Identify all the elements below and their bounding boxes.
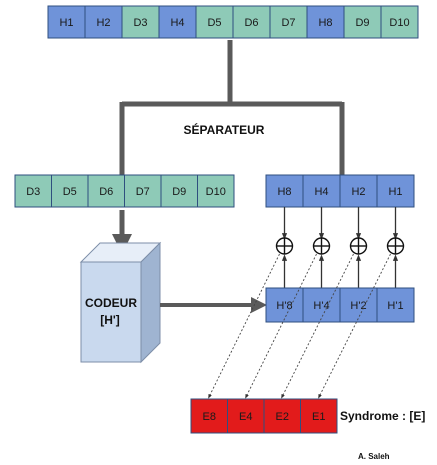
codeword-bit: [232, 5, 271, 39]
syndrome-row: E8 E4 E2 E1: [190, 398, 338, 434]
codeword-bit-label: H8: [318, 17, 332, 29]
data-bit-label: D9: [172, 186, 186, 198]
syndrome-connectors: [208, 253, 391, 399]
received-parity-bit-label: H2: [351, 186, 365, 198]
separator-label: SÉPARATEUR: [184, 122, 265, 137]
codeword-bit-label: H2: [96, 17, 110, 29]
data-bit-label: D5: [63, 186, 77, 198]
received-parity-bit-label: H8: [277, 186, 291, 198]
syndrome-bit-label: E2: [276, 411, 289, 423]
codeword-bit-label: D9: [355, 17, 369, 29]
computed-parity-bit-label: H'2: [350, 300, 366, 312]
codeword-row: H1 H2 D3 H4 D5 D6 D7 H8 D9 D10: [47, 5, 419, 39]
syndrome-bit: [263, 398, 301, 434]
data-bit-label: D10: [206, 186, 226, 198]
computed-parity-bit-label: H'1: [387, 300, 403, 312]
codeword-bit-label: H4: [170, 17, 184, 29]
received-parity-bit: [339, 174, 378, 208]
codeword-bit: [306, 5, 345, 39]
codeword-bit-label: D6: [244, 17, 258, 29]
codeword-bit: [380, 5, 419, 39]
data-bit-label: D3: [26, 186, 40, 198]
syndrome-bit: [190, 398, 228, 434]
xor-to-syndrome-arrow: [281, 253, 354, 399]
data-bit-label: D6: [99, 186, 113, 198]
data-bit: [14, 174, 52, 208]
received-parity-row: H8 H4 H2 H1: [265, 174, 415, 208]
xor-to-syndrome-arrow: [245, 253, 317, 399]
encoder-front-face: [80, 261, 142, 363]
encoder-matrix-label: [H']: [100, 313, 120, 327]
encoder-label: CODEUR: [85, 296, 137, 310]
xor-to-syndrome-arrow: [318, 253, 391, 399]
data-bit: [197, 174, 235, 208]
codeword-bit: [121, 5, 160, 39]
computed-parity-row: H'8 H'4 H'2 H'1: [265, 287, 415, 323]
received-parity-bit-label: H4: [314, 186, 328, 198]
codeword-bit: [343, 5, 382, 39]
computed-parity-bit-label: H'4: [313, 300, 329, 312]
syndrome-bit-label: E8: [203, 411, 216, 423]
received-parity-bit-label: H1: [388, 186, 402, 198]
xor-to-syndrome-arrow: [208, 253, 280, 399]
data-bits-row: D3 D5 D6 D7 D9 D10: [14, 174, 235, 208]
codeword-bit-label: D5: [207, 17, 221, 29]
encoder-block: CODEUR [H']: [79, 241, 162, 364]
author-signature: A. Saleh: [358, 452, 390, 461]
data-bit: [87, 174, 125, 208]
encoder-side-face: [140, 241, 161, 364]
data-bit: [124, 174, 162, 208]
syndrome-bit: [300, 398, 338, 434]
codeword-bit: [269, 5, 308, 39]
codeword-bit-label: H1: [59, 17, 73, 29]
received-parity-bit: [302, 174, 341, 208]
codeword-bit-label: D7: [281, 17, 295, 29]
codeword-bit: [195, 5, 234, 39]
data-bit-label: D7: [136, 186, 150, 198]
codeword-bit: [47, 5, 86, 39]
separator-connector: [119, 40, 345, 175]
syndrome-label: Syndrome : [E]: [340, 409, 425, 423]
computed-parity-bit: [376, 287, 415, 323]
xor-comparators: [275, 207, 405, 288]
syndrome-bit-label: E4: [239, 411, 252, 423]
codeword-bit-label: D10: [389, 17, 409, 29]
data-bit: [51, 174, 89, 208]
computed-parity-bit-label: H'8: [276, 300, 292, 312]
syndrome-bit-label: E1: [312, 411, 325, 423]
codeword-bit-label: D3: [133, 17, 147, 29]
codeword-bit: [84, 5, 123, 39]
